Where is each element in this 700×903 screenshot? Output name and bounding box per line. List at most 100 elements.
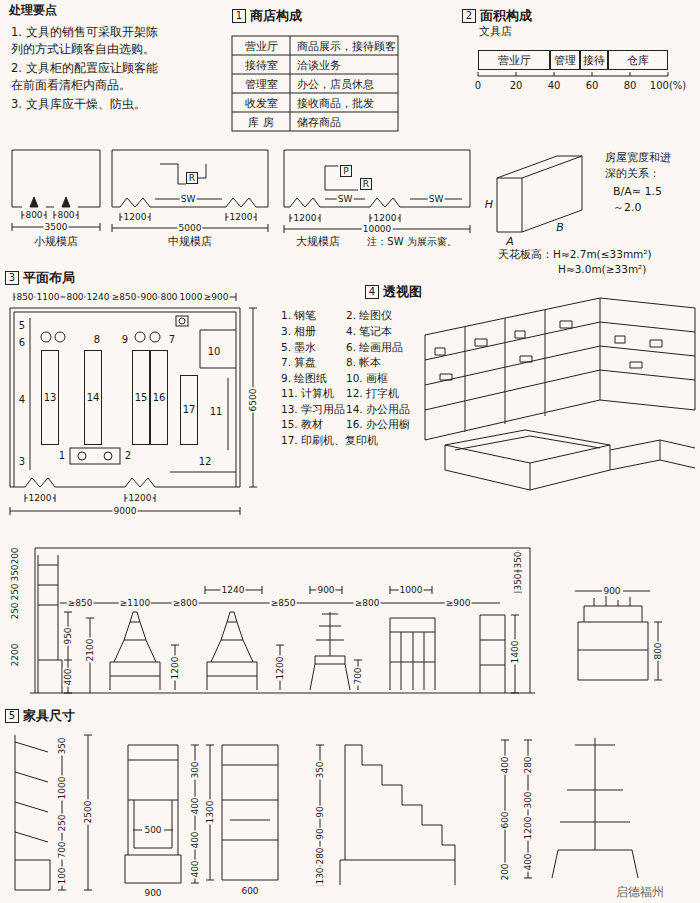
dimension-label: 1000 bbox=[57, 776, 67, 801]
wall-shelf bbox=[30, 318, 31, 470]
table-grid bbox=[232, 36, 398, 131]
box-label: R bbox=[363, 180, 369, 189]
dimension-label: 350 bbox=[57, 736, 67, 755]
axis-tick-label: 60 bbox=[585, 80, 600, 92]
goods bbox=[435, 321, 662, 380]
display-fixture: 17 bbox=[180, 375, 198, 445]
dimension-label: ≥900 bbox=[445, 598, 472, 608]
note-text: 1. 文具的销售可采取开架陈列的方式让顾客自由选购。 bbox=[10, 24, 164, 57]
watermark: 启德福州 bbox=[615, 886, 665, 900]
table-cell: 办公，店员休息 bbox=[296, 77, 375, 89]
dimension-label: 700 bbox=[57, 840, 67, 859]
dimension-label: 950 bbox=[63, 626, 73, 645]
dimension-label: 1300 bbox=[205, 800, 215, 825]
caption: 房屋宽度和进深的关系： bbox=[604, 150, 678, 182]
key-item: 13. 学习用品 bbox=[280, 403, 346, 415]
line-drawing bbox=[10, 36, 695, 890]
note-text: 3. 文具库应干燥、防虫。 bbox=[10, 96, 164, 113]
callout-number: 3 bbox=[18, 456, 26, 468]
box-label: 17 bbox=[183, 405, 196, 415]
display-fixture: 13 bbox=[41, 350, 59, 445]
callout-number: 6 bbox=[18, 337, 26, 349]
section-number: 3 bbox=[9, 273, 15, 283]
caption: 注：SW 为展示窗。 bbox=[366, 236, 457, 248]
table-cell: 营业厅 bbox=[244, 39, 279, 51]
box-label: 仓库 bbox=[627, 55, 649, 66]
key-item: 3. 相册 bbox=[280, 325, 317, 337]
caption: B/A≈ 1.5～2.0 bbox=[612, 184, 672, 216]
axis-tick-label: 0 bbox=[474, 80, 482, 92]
dimension-label: 1400 bbox=[510, 640, 520, 665]
dimension-label: 400 bbox=[63, 667, 73, 686]
section-number: 2 bbox=[466, 11, 472, 21]
dimension-line bbox=[10, 293, 257, 515]
area-bar-segment: 营业厅 bbox=[478, 50, 550, 70]
cabinet bbox=[206, 745, 278, 880]
dimension-label: 1200 bbox=[123, 212, 148, 222]
tree-stand bbox=[310, 612, 350, 690]
dimension-label: 600 bbox=[500, 810, 510, 829]
dimension-label: 700 bbox=[353, 666, 363, 685]
section-number: 5 bbox=[9, 711, 15, 721]
dimension-label: 400 bbox=[190, 859, 200, 878]
area-bar-segment: 接待 bbox=[580, 50, 608, 70]
wall-shelf bbox=[38, 555, 62, 693]
counter-elevation bbox=[575, 591, 662, 680]
axis-tick-label: 80 bbox=[623, 80, 638, 92]
dimension-label: 1240 bbox=[221, 585, 246, 595]
symbol-letter: A bbox=[505, 236, 515, 249]
symbol-letter: H bbox=[484, 199, 494, 212]
cabinet bbox=[125, 745, 199, 883]
dimension-label: 900 bbox=[143, 888, 162, 898]
room-tag-box: R bbox=[186, 172, 198, 184]
display-stand bbox=[55, 332, 65, 342]
box-label: R bbox=[189, 174, 195, 183]
dimension-label: 350 bbox=[315, 760, 325, 779]
key-item: 4. 笔记本 bbox=[345, 325, 393, 337]
box-label: 接待 bbox=[583, 55, 605, 66]
box-label: 16 bbox=[153, 393, 166, 403]
dimension-label: ≥800 bbox=[172, 598, 199, 608]
symbol-letter: SW bbox=[180, 194, 197, 204]
caption: 大规模店 bbox=[295, 236, 341, 249]
table-cell: 接待室 bbox=[244, 58, 279, 70]
key-item: 9. 绘图纸 bbox=[280, 372, 328, 384]
counter bbox=[70, 448, 120, 464]
display-stand bbox=[135, 332, 145, 342]
rack bbox=[390, 618, 435, 690]
door-swing bbox=[25, 478, 155, 487]
shop-wall bbox=[112, 150, 268, 207]
percent-axis bbox=[478, 72, 668, 76]
dimension-label: ≥900 bbox=[203, 292, 230, 302]
plan-wall bbox=[10, 308, 240, 487]
dimension-label: 6500 bbox=[248, 388, 258, 413]
wall-shelf bbox=[15, 735, 92, 890]
symbol-letter: SW bbox=[337, 194, 354, 204]
dimension-label: 1000 bbox=[399, 585, 424, 595]
dimension-label: 90 bbox=[315, 827, 325, 840]
section-heading: 面积构成 bbox=[480, 7, 532, 25]
display-case bbox=[445, 430, 695, 490]
section-number-box: 3平面布局 bbox=[5, 271, 19, 285]
dimension-line bbox=[171, 645, 362, 690]
table-cell: 管理室 bbox=[244, 77, 279, 89]
section-number-box: 2面积构成 bbox=[462, 9, 476, 23]
dimension-label: 5000 bbox=[178, 223, 203, 233]
dimension-label: 900 bbox=[602, 586, 621, 596]
table-frame bbox=[232, 36, 398, 131]
dimension-label: ≥850 bbox=[67, 598, 94, 608]
dimension-label: 100 bbox=[57, 866, 67, 885]
symbol-letter: SW bbox=[428, 194, 445, 204]
dimension-label: 800 bbox=[24, 210, 43, 220]
stand bbox=[104, 452, 112, 460]
dimension-label: 800 bbox=[56, 210, 75, 220]
dimension-label: 800 bbox=[653, 641, 663, 660]
dimension-label: 3500 bbox=[44, 222, 69, 232]
dimension-label: 1200 bbox=[28, 493, 53, 503]
dimension-label: 1200 bbox=[229, 212, 254, 222]
dimension-label: 250 bbox=[10, 601, 20, 620]
dimension-label: 850 bbox=[15, 292, 34, 302]
note-text: 2. 文具柜的配置应让顾客能在前面看清柜内商品。 bbox=[10, 60, 164, 93]
dimension-label: 2100 bbox=[85, 638, 95, 663]
